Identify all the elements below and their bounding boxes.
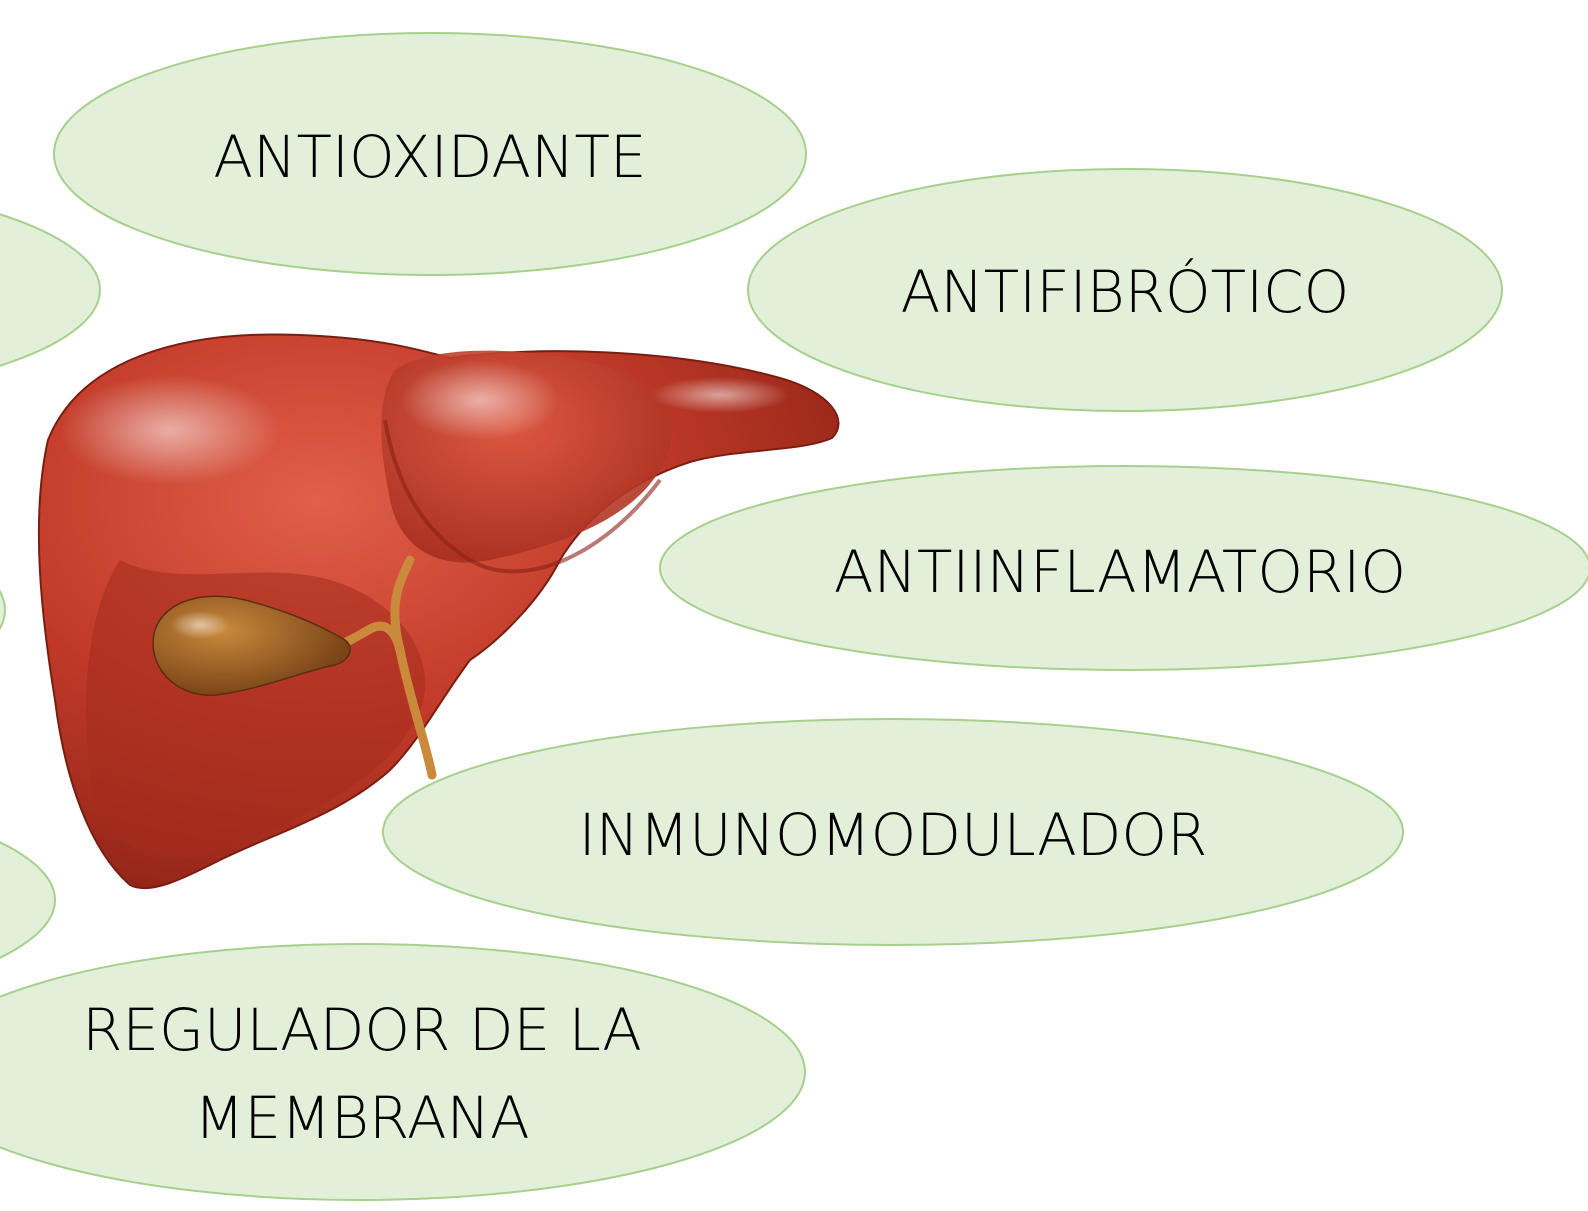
bubble-inmunomodulador: INMUNOMODULADOR xyxy=(383,719,1403,945)
bubble-antioxidante-label: ANTIOXIDANTE xyxy=(213,123,646,191)
bubble-antifibrotico-label: ANTIFIBRÓTICO xyxy=(901,257,1350,326)
liver-highlight-left xyxy=(60,375,280,485)
bubble-regulador-line1: REGULADOR DE LA xyxy=(82,996,642,1064)
bubble-partial-left-top xyxy=(0,178,100,402)
liver-highlight-tip xyxy=(650,377,790,413)
bubble-regulador-line2: MEMBRANA xyxy=(194,1084,529,1152)
liver-highlight-right xyxy=(400,360,560,440)
bubble-regulador-membrana: REGULADOR DE LA MEMBRANA xyxy=(0,944,805,1200)
gallbladder-highlight xyxy=(170,611,230,639)
bubble-antioxidante: ANTIOXIDANTE xyxy=(54,33,806,275)
bubble-partial-left-middle xyxy=(0,498,5,722)
bubble-antiinflamatorio-label: ANTIINFLAMATORIO xyxy=(834,538,1406,606)
bubble-antiinflamatorio: ANTIINFLAMATORIO xyxy=(660,466,1588,670)
bubble-partial-left-bottom xyxy=(0,788,55,1012)
bubble-inmunomodulador-label: INMUNOMODULADOR xyxy=(579,801,1208,869)
bubble-regulador-membrana-shape xyxy=(0,944,805,1200)
bubble-antifibrotico: ANTIFIBRÓTICO xyxy=(748,169,1502,411)
